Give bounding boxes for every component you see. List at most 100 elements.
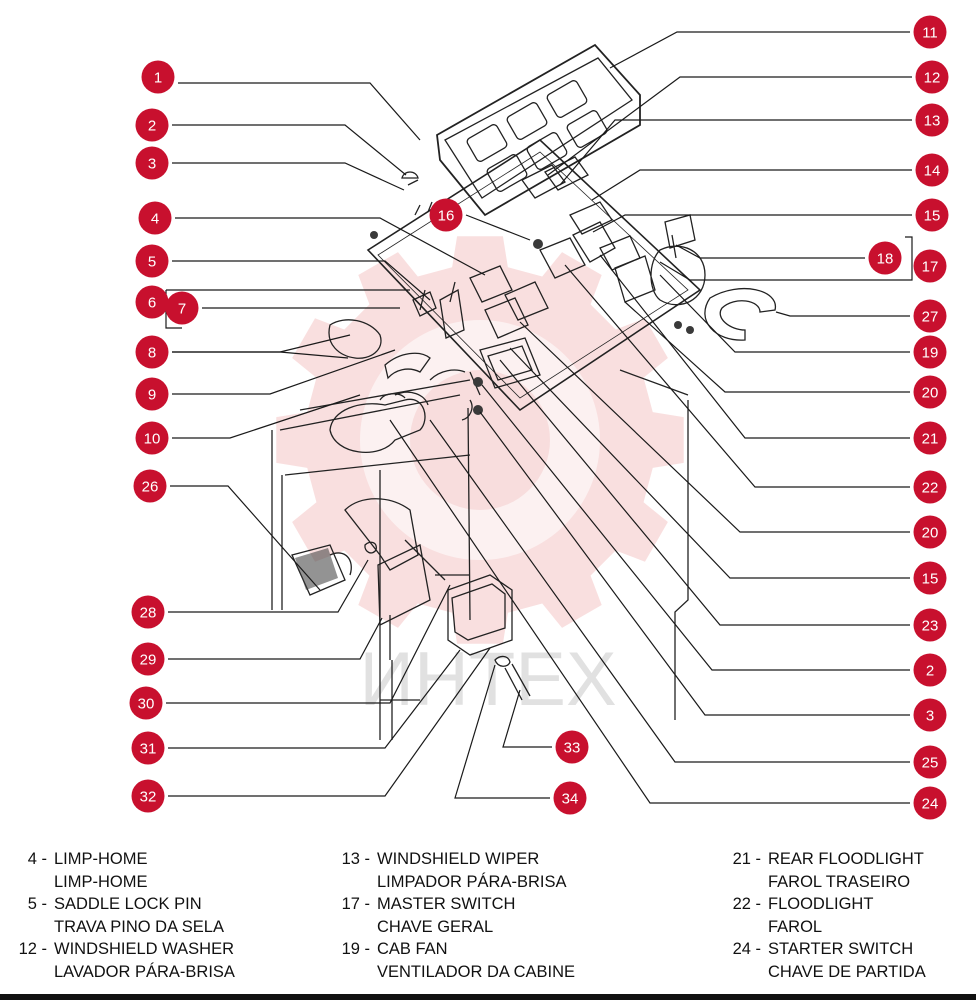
callout-circle <box>913 375 947 409</box>
callout-label: 24 <box>922 796 939 813</box>
leader-line-24 <box>389 419 910 804</box>
callout-label: 26 <box>142 479 159 496</box>
callout-6: 6 <box>135 285 169 319</box>
callout-label: 31 <box>140 741 157 758</box>
callout-circle <box>135 285 169 319</box>
callout-circle <box>868 241 902 275</box>
callout-circle <box>131 779 165 813</box>
callout-label: 18 <box>877 251 894 268</box>
callout-label: 5 <box>148 254 156 271</box>
callout-label: 16 <box>438 208 455 225</box>
leader-line-11 <box>609 31 910 69</box>
callout-circle <box>135 421 169 455</box>
callout-circle <box>913 745 947 779</box>
callout-3: 3 <box>135 146 169 180</box>
callout-label: 27 <box>922 309 939 326</box>
callout-label: 6 <box>148 295 156 312</box>
callout-circle <box>553 781 587 815</box>
callout-label: 32 <box>140 789 157 806</box>
callout-circle <box>135 244 169 278</box>
callout-circle <box>913 15 947 49</box>
callout-30: 30 <box>129 686 163 720</box>
callout-21: 21 <box>913 421 947 455</box>
callout-2: 2 <box>913 653 947 687</box>
legend-number: 17 - <box>341 895 370 914</box>
leader-line-30 <box>166 584 451 704</box>
leader-line-19 <box>659 274 910 353</box>
callout-label: 22 <box>922 480 939 497</box>
callout-3: 3 <box>913 698 947 732</box>
callout-circle <box>913 299 947 333</box>
leader-line-1 <box>178 82 421 141</box>
callout-label: 17 <box>922 259 939 276</box>
leader-line-28 <box>168 559 369 613</box>
callout-label: 20 <box>922 385 939 402</box>
legend-label-pt: VENTILADOR DA CABINE <box>377 962 576 981</box>
callout-circle <box>165 291 199 325</box>
leader-lines <box>165 31 913 804</box>
callout-label: 25 <box>922 755 939 772</box>
callout-33: 33 <box>555 730 589 764</box>
callout-label: 29 <box>140 652 157 669</box>
watermark-gear-logo: ИНТЕХ <box>276 236 684 722</box>
callout-circle <box>133 469 167 503</box>
callout-label: 2 <box>148 118 156 135</box>
legend-label-pt: FAROL TRASEIRO <box>768 872 911 891</box>
callout-circle <box>913 421 947 455</box>
legend-label-en: SADDLE LOCK PIN <box>54 895 202 914</box>
legend-label-pt: FAROL <box>768 917 823 936</box>
legend-label-en: WINDSHIELD WIPER <box>377 850 540 868</box>
leader-line-18 <box>675 244 865 259</box>
callout-circle <box>131 731 165 765</box>
callout-14: 14 <box>915 153 949 187</box>
callout-circle <box>915 198 949 232</box>
callout-circle <box>913 335 947 369</box>
legend-number: 4 - <box>27 850 47 868</box>
callout-label: 4 <box>151 211 159 228</box>
legend-number: 21 - <box>732 850 761 868</box>
watermark-text: ИНТЕХ <box>359 637 616 722</box>
leader-line-15 <box>509 347 910 579</box>
callout-17: 17 <box>913 249 947 283</box>
callout-circle <box>429 198 463 232</box>
legend-label-pt: LIMP-HOME <box>54 872 148 891</box>
callout-circle <box>913 786 947 820</box>
callout-label: 30 <box>138 696 155 713</box>
callout-34: 34 <box>553 781 587 815</box>
callout-label: 23 <box>922 618 939 635</box>
leader-line-5 <box>172 260 431 301</box>
legend-entry-limp-home: 4 - LIMP-HOME LIMP-HOME <box>14 848 235 893</box>
callout-label: 19 <box>922 345 939 362</box>
leader-line-13 <box>559 119 912 186</box>
callout-circle <box>913 249 947 283</box>
callout-label: 1 <box>154 70 162 87</box>
callout-20: 20 <box>913 515 947 549</box>
legend-label-en: STARTER SWITCH <box>768 940 914 959</box>
legend-number: 13 - <box>341 850 370 868</box>
leader-line-20 <box>519 321 910 533</box>
leader-line-29 <box>168 617 383 660</box>
callout-24: 24 <box>913 786 947 820</box>
leader-line-27 <box>775 311 910 317</box>
callout-label: 21 <box>922 431 939 448</box>
callout-circle <box>131 642 165 676</box>
callout-label: 15 <box>922 571 939 588</box>
callout-label: 8 <box>148 345 156 362</box>
legend-number: 19 - <box>341 940 370 959</box>
legend-label-en: LIMP-HOME <box>54 850 148 868</box>
leader-line-22 <box>564 264 910 488</box>
legend-label: LIMP-HOME LIMP-HOME <box>54 848 148 893</box>
callout-circle <box>915 60 949 94</box>
callout-label: 12 <box>924 70 941 87</box>
